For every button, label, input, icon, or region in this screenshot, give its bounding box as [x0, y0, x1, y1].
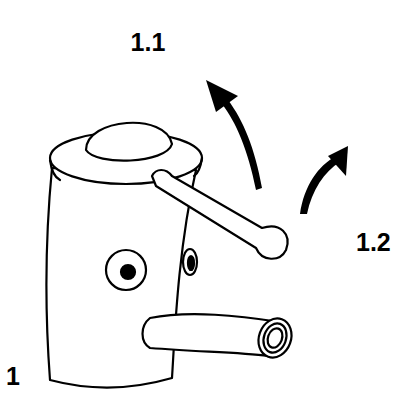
aerator	[253, 314, 297, 363]
callout-number: 1.1	[131, 30, 166, 55]
temperature-eye	[106, 250, 146, 290]
lift-arrow	[222, 100, 262, 190]
faucet-body	[46, 168, 196, 388]
lever	[152, 170, 288, 259]
callout-number: 1.2	[356, 230, 391, 255]
rotate-arrow	[300, 156, 340, 214]
dome	[86, 123, 172, 161]
callout-number: 1	[6, 364, 20, 389]
